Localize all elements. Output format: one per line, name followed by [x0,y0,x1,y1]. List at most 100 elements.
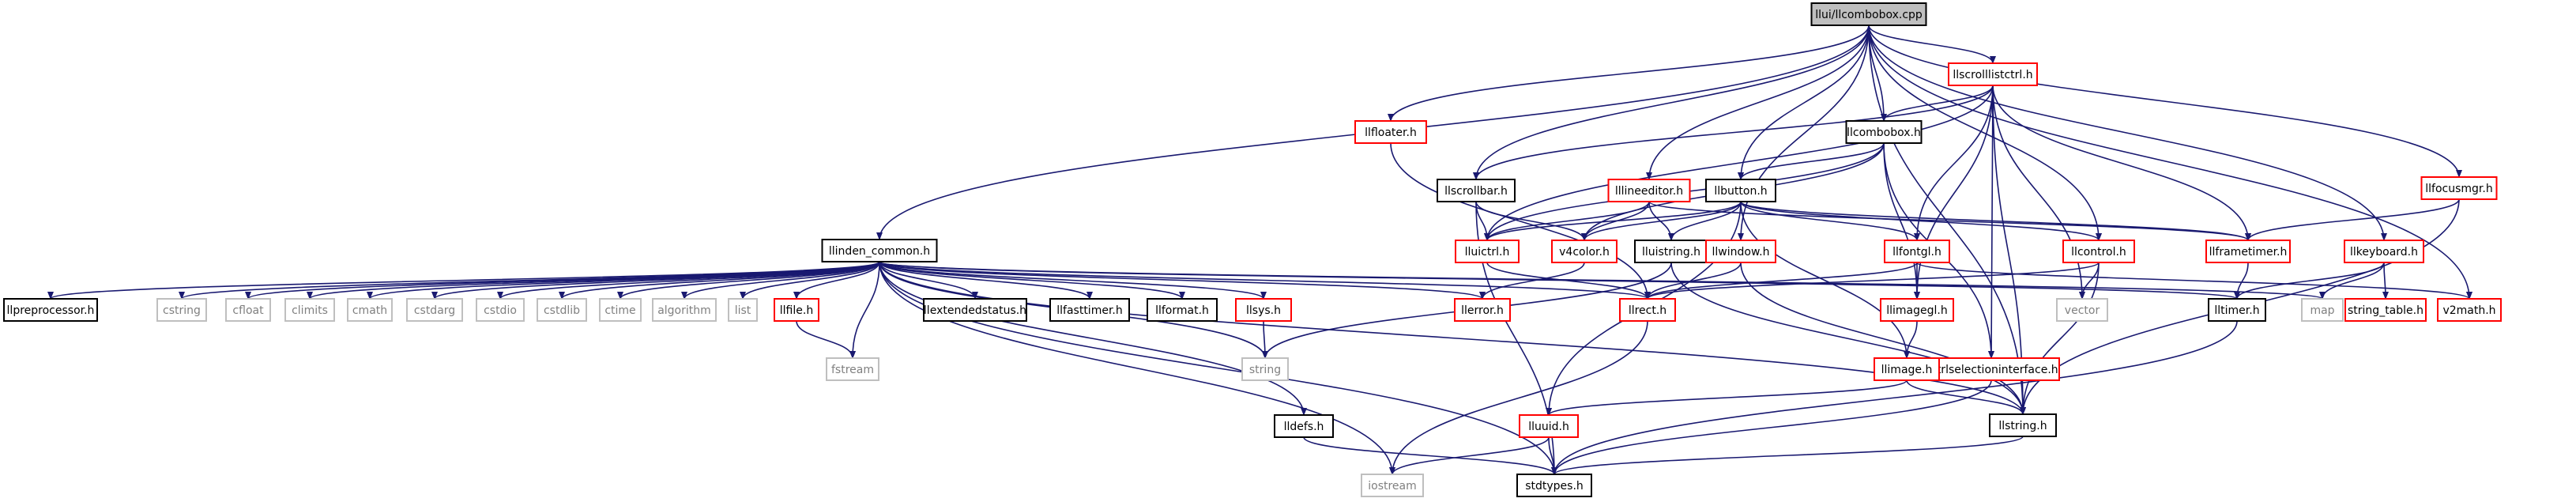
node-box-llerror [1454,298,1511,322]
node-box-iostream [1361,474,1424,497]
edge-llbutton-to-llframetimer [1740,201,2251,241]
node-llextendedstatus[interactable]: llextendedstatus.h [923,298,1027,322]
node-v4color[interactable]: v4color.h [1551,240,1618,263]
node-box-stringtable [2344,298,2427,322]
node-box-cstdio [476,298,525,322]
edge-llcontrol-to-llrect [1644,262,2100,300]
edge-llfontgl-to-v2math [1916,262,2472,300]
node-label-vector: vector [2065,304,2100,317]
node-box-ctime [599,298,642,322]
node-llimagegl[interactable]: llimagegl.h [1880,298,1954,322]
edge-llbutton-to-llcontrol [1740,201,2102,241]
node-lltimer[interactable]: lltimer.h [2208,298,2266,322]
node-box-climits [284,298,335,322]
node-llerror[interactable]: llerror.h [1454,298,1511,322]
node-llfocusmgr[interactable]: llfocusmgr.h [2420,176,2498,200]
node-label-fstream: fstream [831,364,874,376]
edge-lluuid-to-iostream [1389,436,1550,475]
edge-llbutton-to-lluistring [1668,201,1742,241]
node-box-cstring [156,298,207,322]
node-llctrlselectioninterface[interactable]: llctrlselectioninterface.h [1923,357,2060,381]
node-ctime[interactable]: ctime [599,298,642,322]
edge-llscrolllistctrl-to-llframetimer [1992,85,2251,241]
edge-llindencommon-to-iostream [879,261,1395,475]
node-fstream[interactable]: fstream [826,357,879,381]
node-label-string: string [1249,364,1281,376]
node-llformat[interactable]: llformat.h [1147,298,1218,322]
edge-llindencommon-to-ctime [617,261,880,300]
node-string[interactable]: string [1241,357,1289,381]
node-box-cmath [347,298,393,322]
node-box-llfasttimer [1049,298,1130,322]
node-root[interactable]: llui/llcombobox.cpp [1810,2,1927,26]
edge-llindencommon-to-climits [307,261,880,300]
node-label-llctrlselectioninterface: llctrlselectioninterface.h [1924,364,2058,376]
edge-llindencommon-to-fstream [849,261,880,359]
node-llwindow[interactable]: llwindow.h [1705,240,1776,263]
node-lluistring[interactable]: lluistring.h [1634,240,1708,263]
edge-lltimer-to-stdtypes [1551,320,2238,475]
node-box-root [1810,2,1927,26]
node-cmath[interactable]: cmath [347,298,393,322]
node-label-llsys: llsys.h [1246,304,1281,317]
node-label-llpreprocessor: llpreprocessor.h [7,304,95,317]
edge-llfontgl-to-llrect [1644,262,1918,300]
node-stdtypes[interactable]: stdtypes.h [1516,474,1592,497]
node-llstring[interactable]: llstring.h [1989,413,2057,437]
node-llimage[interactable]: llimage.h [1874,357,1940,381]
node-llindencommon[interactable]: llinden_common.h [821,239,938,262]
node-llcombobox[interactable]: llcombobox.h [1845,120,1923,144]
node-label-llfasttimer: llfasttimer.h [1056,304,1123,317]
node-label-llkeyboard: llkeyboard.h [2350,246,2418,259]
node-cfloat[interactable]: cfloat [225,298,271,322]
node-cstring[interactable]: cstring [156,298,207,322]
node-algorithm[interactable]: algorithm [652,298,717,322]
node-box-llformat [1147,298,1218,322]
node-box-llimagegl [1880,298,1954,322]
edge-root-to-llkeyboard [1868,25,2387,241]
node-lllineeditor[interactable]: lllineeditor.h [1607,179,1691,202]
node-label-llindencommon: llinden_common.h [829,245,930,258]
node-vector[interactable]: vector [2056,298,2108,322]
node-cstdio[interactable]: cstdio [476,298,525,322]
node-llcontrol[interactable]: llcontrol.h [2062,240,2135,263]
node-box-llimage [1874,357,1940,381]
node-label-cstdlib: cstdlib [544,304,580,317]
node-list[interactable]: list [728,298,758,322]
node-box-cfloat [225,298,271,322]
node-llpreprocessor[interactable]: llpreprocessor.h [3,298,98,322]
node-llframetimer[interactable]: llframetimer.h [2205,240,2291,263]
node-cstdlib[interactable]: cstdlib [537,298,587,322]
node-label-llfontgl: llfontgl.h [1892,246,1941,259]
node-label-llfocusmgr: llfocusmgr.h [2425,183,2492,195]
edge-llindencommon-to-lltimer [879,261,2240,300]
node-llfontgl[interactable]: llfontgl.h [1884,240,1950,263]
node-label-llwindow: llwindow.h [1712,246,1770,259]
node-llfile[interactable]: llfile.h [774,298,819,322]
node-label-llrect: llrect.h [1629,304,1666,317]
node-cstdarg[interactable]: cstdarg [406,298,463,322]
node-iostream[interactable]: iostream [1361,474,1424,497]
node-llsys[interactable]: llsys.h [1235,298,1292,322]
node-label-llimagegl: llimagegl.h [1886,304,1948,317]
node-label-lluistring: lluistring.h [1642,246,1700,259]
node-climits[interactable]: climits [284,298,335,322]
node-llbutton[interactable]: llbutton.h [1705,179,1776,202]
node-stringtable[interactable]: string_table.h [2344,298,2427,322]
node-llfasttimer[interactable]: llfasttimer.h [1049,298,1130,322]
node-map[interactable]: map [2301,298,2344,322]
node-llkeyboard[interactable]: llkeyboard.h [2344,240,2424,263]
edge-llkeyboard-to-map [2319,262,2385,300]
node-lldefs[interactable]: lldefs.h [1274,414,1334,438]
edge-lldefs-to-stdtypes [1303,436,1557,475]
node-llrect[interactable]: llrect.h [1619,298,1676,322]
edge-llindencommon-to-lldefs [879,261,1307,416]
node-box-llindencommon [821,239,938,262]
node-llscrollbar[interactable]: llscrollbar.h [1437,179,1516,202]
node-v2math[interactable]: v2math.h [2437,298,2502,322]
node-llfloater[interactable]: llfloater.h [1354,120,1427,144]
node-llscrolllistctrl[interactable]: llscrolllistctrl.h [1948,62,2038,86]
node-lluuid[interactable]: lluuid.h [1519,414,1579,438]
node-lluictrl[interactable]: lluictrl.h [1455,240,1520,263]
node-box-llfocusmgr [2420,176,2498,200]
